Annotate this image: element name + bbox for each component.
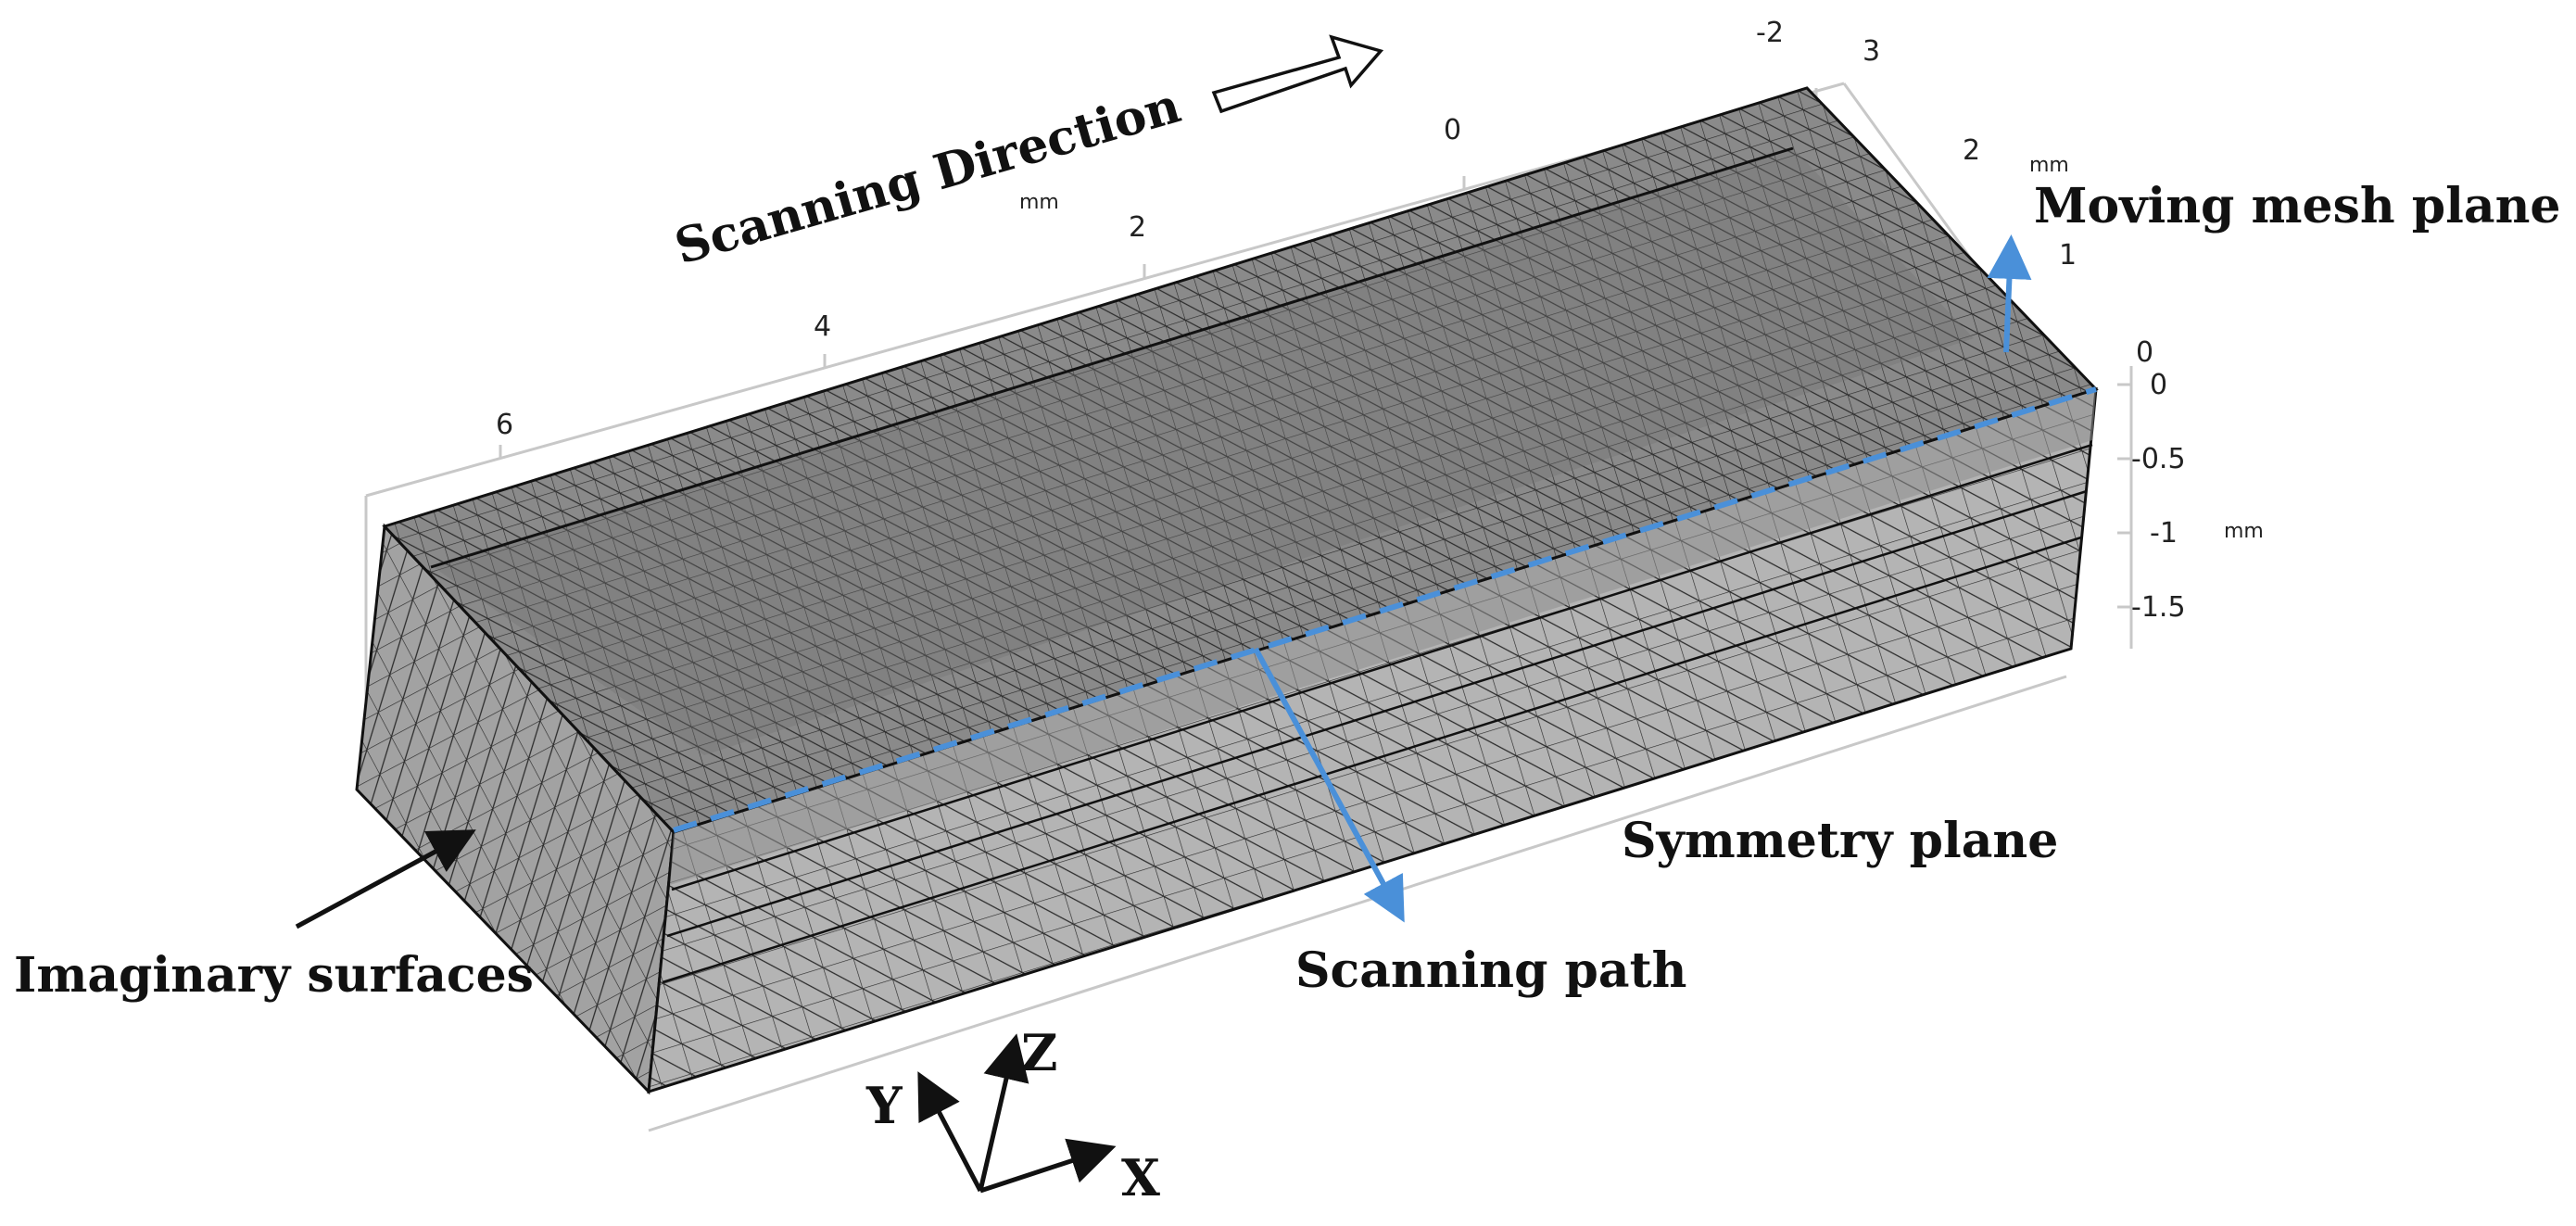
y-axis-ticks: 3 2 1 0 bbox=[1863, 35, 2153, 369]
z-axis-unit: mm bbox=[2224, 520, 2264, 543]
triad-x-label: X bbox=[1121, 1148, 1160, 1207]
x-tick-label: 2 bbox=[1129, 211, 1146, 244]
x-axis-unit: mm bbox=[1019, 191, 1059, 214]
x-tick-label: 4 bbox=[814, 310, 831, 343]
mesh-block bbox=[355, 86, 2099, 1095]
scanning-path-pointer-arrow bbox=[1253, 647, 1405, 923]
scanning-path-label: Scanning path bbox=[1295, 942, 1686, 999]
triad-y-label: Y bbox=[865, 1076, 903, 1135]
y-tick-label: 2 bbox=[1963, 134, 1980, 167]
coordinate-triad: X Y Z bbox=[865, 1023, 1160, 1207]
scanning-direction-label: Scanning Direction bbox=[669, 77, 1187, 275]
triad-y-arrow bbox=[917, 1071, 983, 1193]
triad-x-arrow bbox=[979, 1138, 1117, 1194]
x-tick-label: -2 bbox=[1756, 17, 1784, 49]
z-tick-label: -0.5 bbox=[2131, 443, 2186, 475]
x-tick-label: 6 bbox=[496, 409, 513, 441]
y-tick-label: 0 bbox=[2136, 336, 2153, 369]
top-back-edge-line bbox=[430, 146, 1794, 569]
refined-mesh-band bbox=[670, 389, 2096, 885]
moving-mesh-pointer-arrow bbox=[1987, 234, 2032, 353]
refined-top-region bbox=[431, 148, 1974, 755]
triad-z-label: Z bbox=[1021, 1023, 1057, 1082]
layer-line bbox=[662, 536, 2082, 984]
layer-line bbox=[666, 489, 2088, 938]
x-axis-ticks: -2 0 2 4 6 bbox=[496, 17, 1784, 441]
z-tick-label: -1.5 bbox=[2131, 591, 2186, 624]
top-face bbox=[382, 86, 2099, 834]
x-tick-label: 0 bbox=[1444, 114, 1461, 146]
symmetry-plane-label: Symmetry plane bbox=[1622, 813, 2058, 869]
y-tick-label: 3 bbox=[1863, 35, 1880, 68]
z-axis-ticks: 0 -0.5 -1 -1.5 bbox=[2131, 369, 2186, 624]
y-axis-unit: mm bbox=[2029, 154, 2069, 177]
scanning-direction-arrow-icon bbox=[1211, 34, 1384, 114]
imaginary-surfaces-label: Imaginary surfaces bbox=[14, 947, 534, 1004]
imaginary-surfaces-pointer-arrow bbox=[295, 829, 476, 929]
z-tick-label: -1 bbox=[2150, 517, 2178, 550]
floor-line-front bbox=[648, 675, 2067, 1132]
y-tick-label: 1 bbox=[2059, 239, 2077, 272]
triad-z-arrow bbox=[978, 1033, 1029, 1192]
z-tick-label: 0 bbox=[2150, 369, 2167, 401]
moving-mesh-plane-label: Moving mesh plane bbox=[2034, 178, 2560, 234]
scanning-path-line bbox=[673, 386, 2097, 833]
layer-line bbox=[671, 443, 2093, 891]
